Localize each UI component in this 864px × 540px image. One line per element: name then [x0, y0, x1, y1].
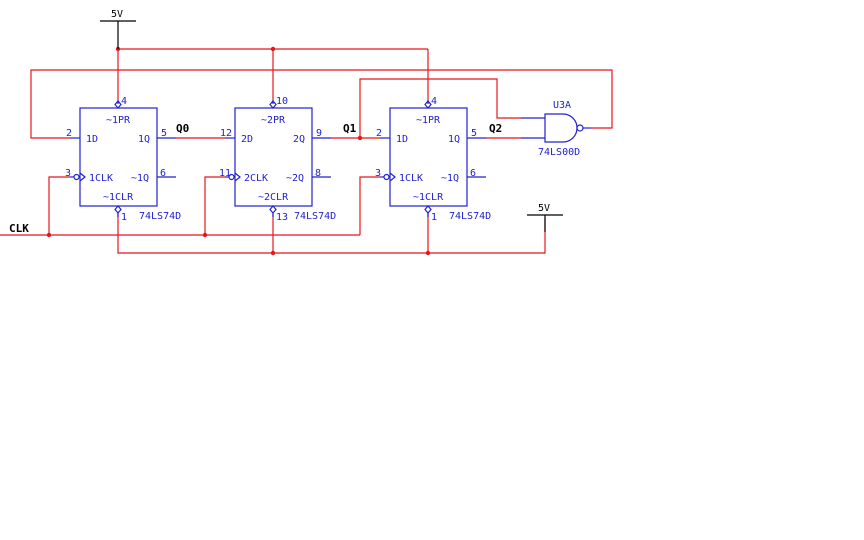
- flipflop-3-d-pin: 2: [376, 128, 382, 139]
- flipflop-3-d-label: 1D: [396, 134, 408, 145]
- flipflop-3-part: 74LS74D: [449, 211, 491, 222]
- flipflop-2-d-pin: 12: [220, 128, 232, 139]
- flipflop-3-clr-pin: 1: [431, 212, 437, 223]
- flipflop-2-q-pin: 9: [316, 128, 322, 139]
- nand-gate-part: 74LS00D: [538, 147, 580, 158]
- flipflop-1-qn-label: ~1Q: [131, 173, 149, 184]
- flipflop-3-clk-pin: 3: [375, 168, 381, 179]
- flipflop-1-part: 74LS74D: [139, 211, 181, 222]
- flipflop-1-clk-pin: 3: [65, 168, 71, 179]
- flipflop-1-d-pin: 2: [66, 128, 72, 139]
- wire-q1-to-nand: [359, 78, 521, 138]
- flipflop-3-clk-label: 1CLK: [399, 173, 423, 184]
- power-label-top: 5V: [111, 9, 123, 20]
- flipflop-1-pr-pin: 4: [121, 96, 127, 107]
- flipflop-2-pr-pin: 10: [276, 96, 288, 107]
- wires: [0, 48, 613, 254]
- flipflop-1-clk-label: 1CLK: [89, 173, 113, 184]
- power-symbol-top: 5V: [100, 9, 136, 49]
- junction-clk-ff2: [202, 232, 208, 238]
- flipflop-2-q-label: 2Q: [293, 134, 305, 145]
- flipflop-2-qn-label: ~2Q: [286, 173, 304, 184]
- wire-clk-ff2: [204, 176, 225, 235]
- flipflop-2-clr-label: ~2CLR: [258, 192, 289, 203]
- flipflop-2-pr-label: ~2PR: [261, 115, 286, 126]
- junction-clr-ff2: [270, 250, 276, 256]
- flipflop-2-qn-pin: 8: [315, 168, 321, 179]
- junction-clr-ff3: [425, 250, 431, 256]
- flipflop-1-clr-label: ~1CLR: [103, 192, 134, 203]
- flipflop-1-d-label: 1D: [86, 134, 98, 145]
- net-label-q2: Q2: [489, 122, 502, 135]
- nand-gate-ref: U3A: [553, 100, 571, 111]
- flipflop-2-part: 74LS74D: [294, 211, 336, 222]
- flipflop-2-clk-pin: 11: [219, 168, 231, 179]
- flipflop-3: ~1PR 4 1D 2 1Q 5 1CLK 3 ~1Q 6 ~1CLR 1 74…: [375, 96, 491, 223]
- flipflop-3-pr-label: ~1PR: [416, 115, 441, 126]
- junction-q1: [357, 135, 363, 141]
- flipflop-2-d-label: 2D: [241, 134, 253, 145]
- flipflop-1-q-pin: 5: [161, 128, 167, 139]
- flipflop-3-qn-label: ~1Q: [441, 173, 459, 184]
- power-label-bottom: 5V: [538, 203, 550, 214]
- junction-clk-ff1: [46, 232, 52, 238]
- wire-clr-bus: [117, 212, 546, 254]
- flipflop-1-qn-pin: 6: [160, 168, 166, 179]
- wire-clk-ff1: [48, 176, 70, 235]
- flipflop-1-pr-label: ~1PR: [106, 115, 131, 126]
- net-label-q1: Q1: [343, 122, 357, 135]
- junctions: [46, 46, 431, 256]
- net-label-q0: Q0: [176, 122, 189, 135]
- flipflop-1: ~1PR 4 1D 2 1Q 5 1CLK 3 ~1Q 6 ~1CLR 1 74…: [65, 96, 181, 223]
- junction-vcc-ff2: [270, 46, 276, 52]
- flipflop-2: ~2PR 10 2D 12 2Q 9 2CLK 11 ~2Q 8 ~2CLR 1…: [219, 96, 336, 223]
- flipflop-1-q-label: 1Q: [138, 134, 150, 145]
- net-label-clk: CLK: [9, 222, 29, 235]
- flipflop-3-qn-pin: 6: [470, 168, 476, 179]
- flipflop-1-clr-pin: 1: [121, 212, 127, 223]
- wire-feedback: [30, 69, 613, 139]
- flipflop-3-pr-pin: 4: [431, 96, 437, 107]
- flipflop-2-clr-pin: 13: [276, 212, 288, 223]
- flipflop-2-clk-label: 2CLK: [244, 173, 268, 184]
- nand-gate: U3A 74LS00D: [521, 100, 591, 158]
- power-symbol-bottom: 5V: [527, 203, 563, 232]
- flipflop-3-q-label: 1Q: [448, 134, 460, 145]
- wire-clk-ff3: [359, 176, 380, 235]
- flipflop-3-q-pin: 5: [471, 128, 477, 139]
- flipflop-3-clr-label: ~1CLR: [413, 192, 444, 203]
